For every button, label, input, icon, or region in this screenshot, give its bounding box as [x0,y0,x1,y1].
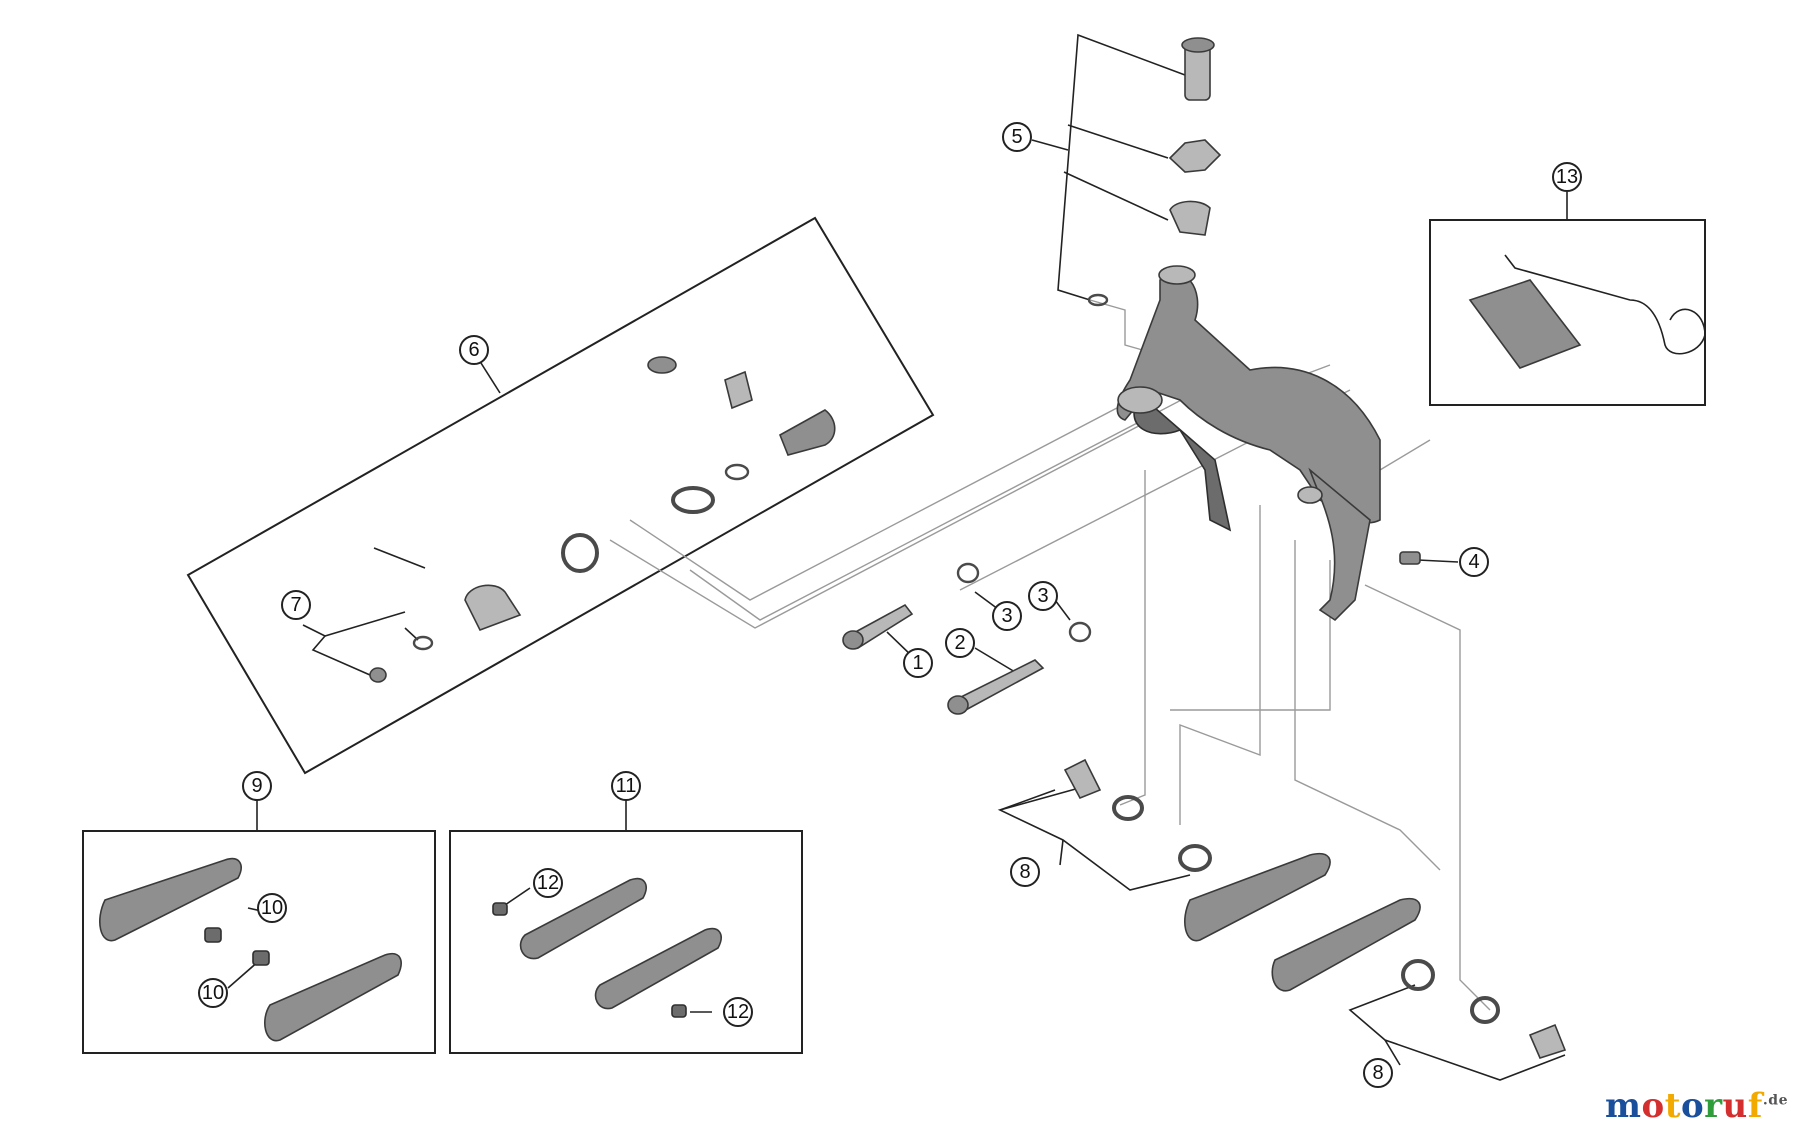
callout-3b[interactable]: 3 [1028,581,1058,611]
callout-9[interactable]: 9 [242,771,272,801]
group-6-parts-illustration [369,356,836,683]
spring-set-illustration [1468,254,1706,369]
callout-label: 10 [202,982,224,1004]
callout-10b[interactable]: 10 [198,978,228,1008]
watermark-letter: o [1641,1086,1665,1126]
callout-4[interactable]: 4 [1459,547,1489,577]
callout-13[interactable]: 13 [1552,162,1582,192]
callout-7[interactable]: 7 [281,590,311,620]
watermark-letter: m [1605,1086,1642,1126]
callout-label: 6 [468,339,479,361]
callout-label: 4 [1468,551,1479,573]
callout-3a[interactable]: 3 [992,601,1022,631]
callout-6[interactable]: 6 [459,335,489,365]
group-box-6 [186,216,935,775]
callout-label: 5 [1011,126,1022,148]
callout-label: 9 [251,775,262,797]
adjuster-stack-illustration [1087,37,1222,307]
callout-2[interactable]: 2 [945,628,975,658]
callout-8b[interactable]: 8 [1363,1058,1393,1088]
watermark-suffix: .de [1762,1092,1788,1109]
callout-1[interactable]: 1 [903,648,933,678]
callout-label: 13 [1556,166,1578,188]
callout-11[interactable]: 11 [611,771,641,801]
brake-shoes-illustration [99,853,1421,1042]
watermark-logo: motoruf.de [1605,1086,1788,1126]
callout-label: 12 [727,1001,749,1023]
callout-label: 3 [1037,585,1048,607]
callout-label: 3 [1001,605,1012,627]
leader-lines [227,33,1568,1081]
callout-label: 7 [290,594,301,616]
callout-10a[interactable]: 10 [257,893,287,923]
watermark-letter: o [1680,1086,1705,1126]
caliper-arm-illustration [1116,265,1381,622]
watermark-letter: u [1722,1086,1748,1126]
watermark-letter: f [1747,1086,1763,1126]
group-box-13 [1429,219,1706,406]
callout-12a[interactable]: 12 [533,868,563,898]
callout-label: 8 [1019,861,1030,883]
callout-label: 8 [1372,1062,1383,1084]
callout-12b[interactable]: 12 [723,997,753,1027]
callout-5[interactable]: 5 [1002,122,1032,152]
callout-8a[interactable]: 8 [1010,857,1040,887]
callout-label: 12 [537,872,559,894]
callout-label: 11 [616,775,637,797]
watermark-letter: r [1704,1086,1723,1126]
callout-label: 2 [954,632,965,654]
callout-label: 1 [912,652,923,674]
bolts-and-washers-illustration [842,551,1567,1059]
group-box-9 [82,830,436,1054]
watermark-letter: t [1664,1086,1681,1126]
callout-label: 10 [261,897,283,919]
